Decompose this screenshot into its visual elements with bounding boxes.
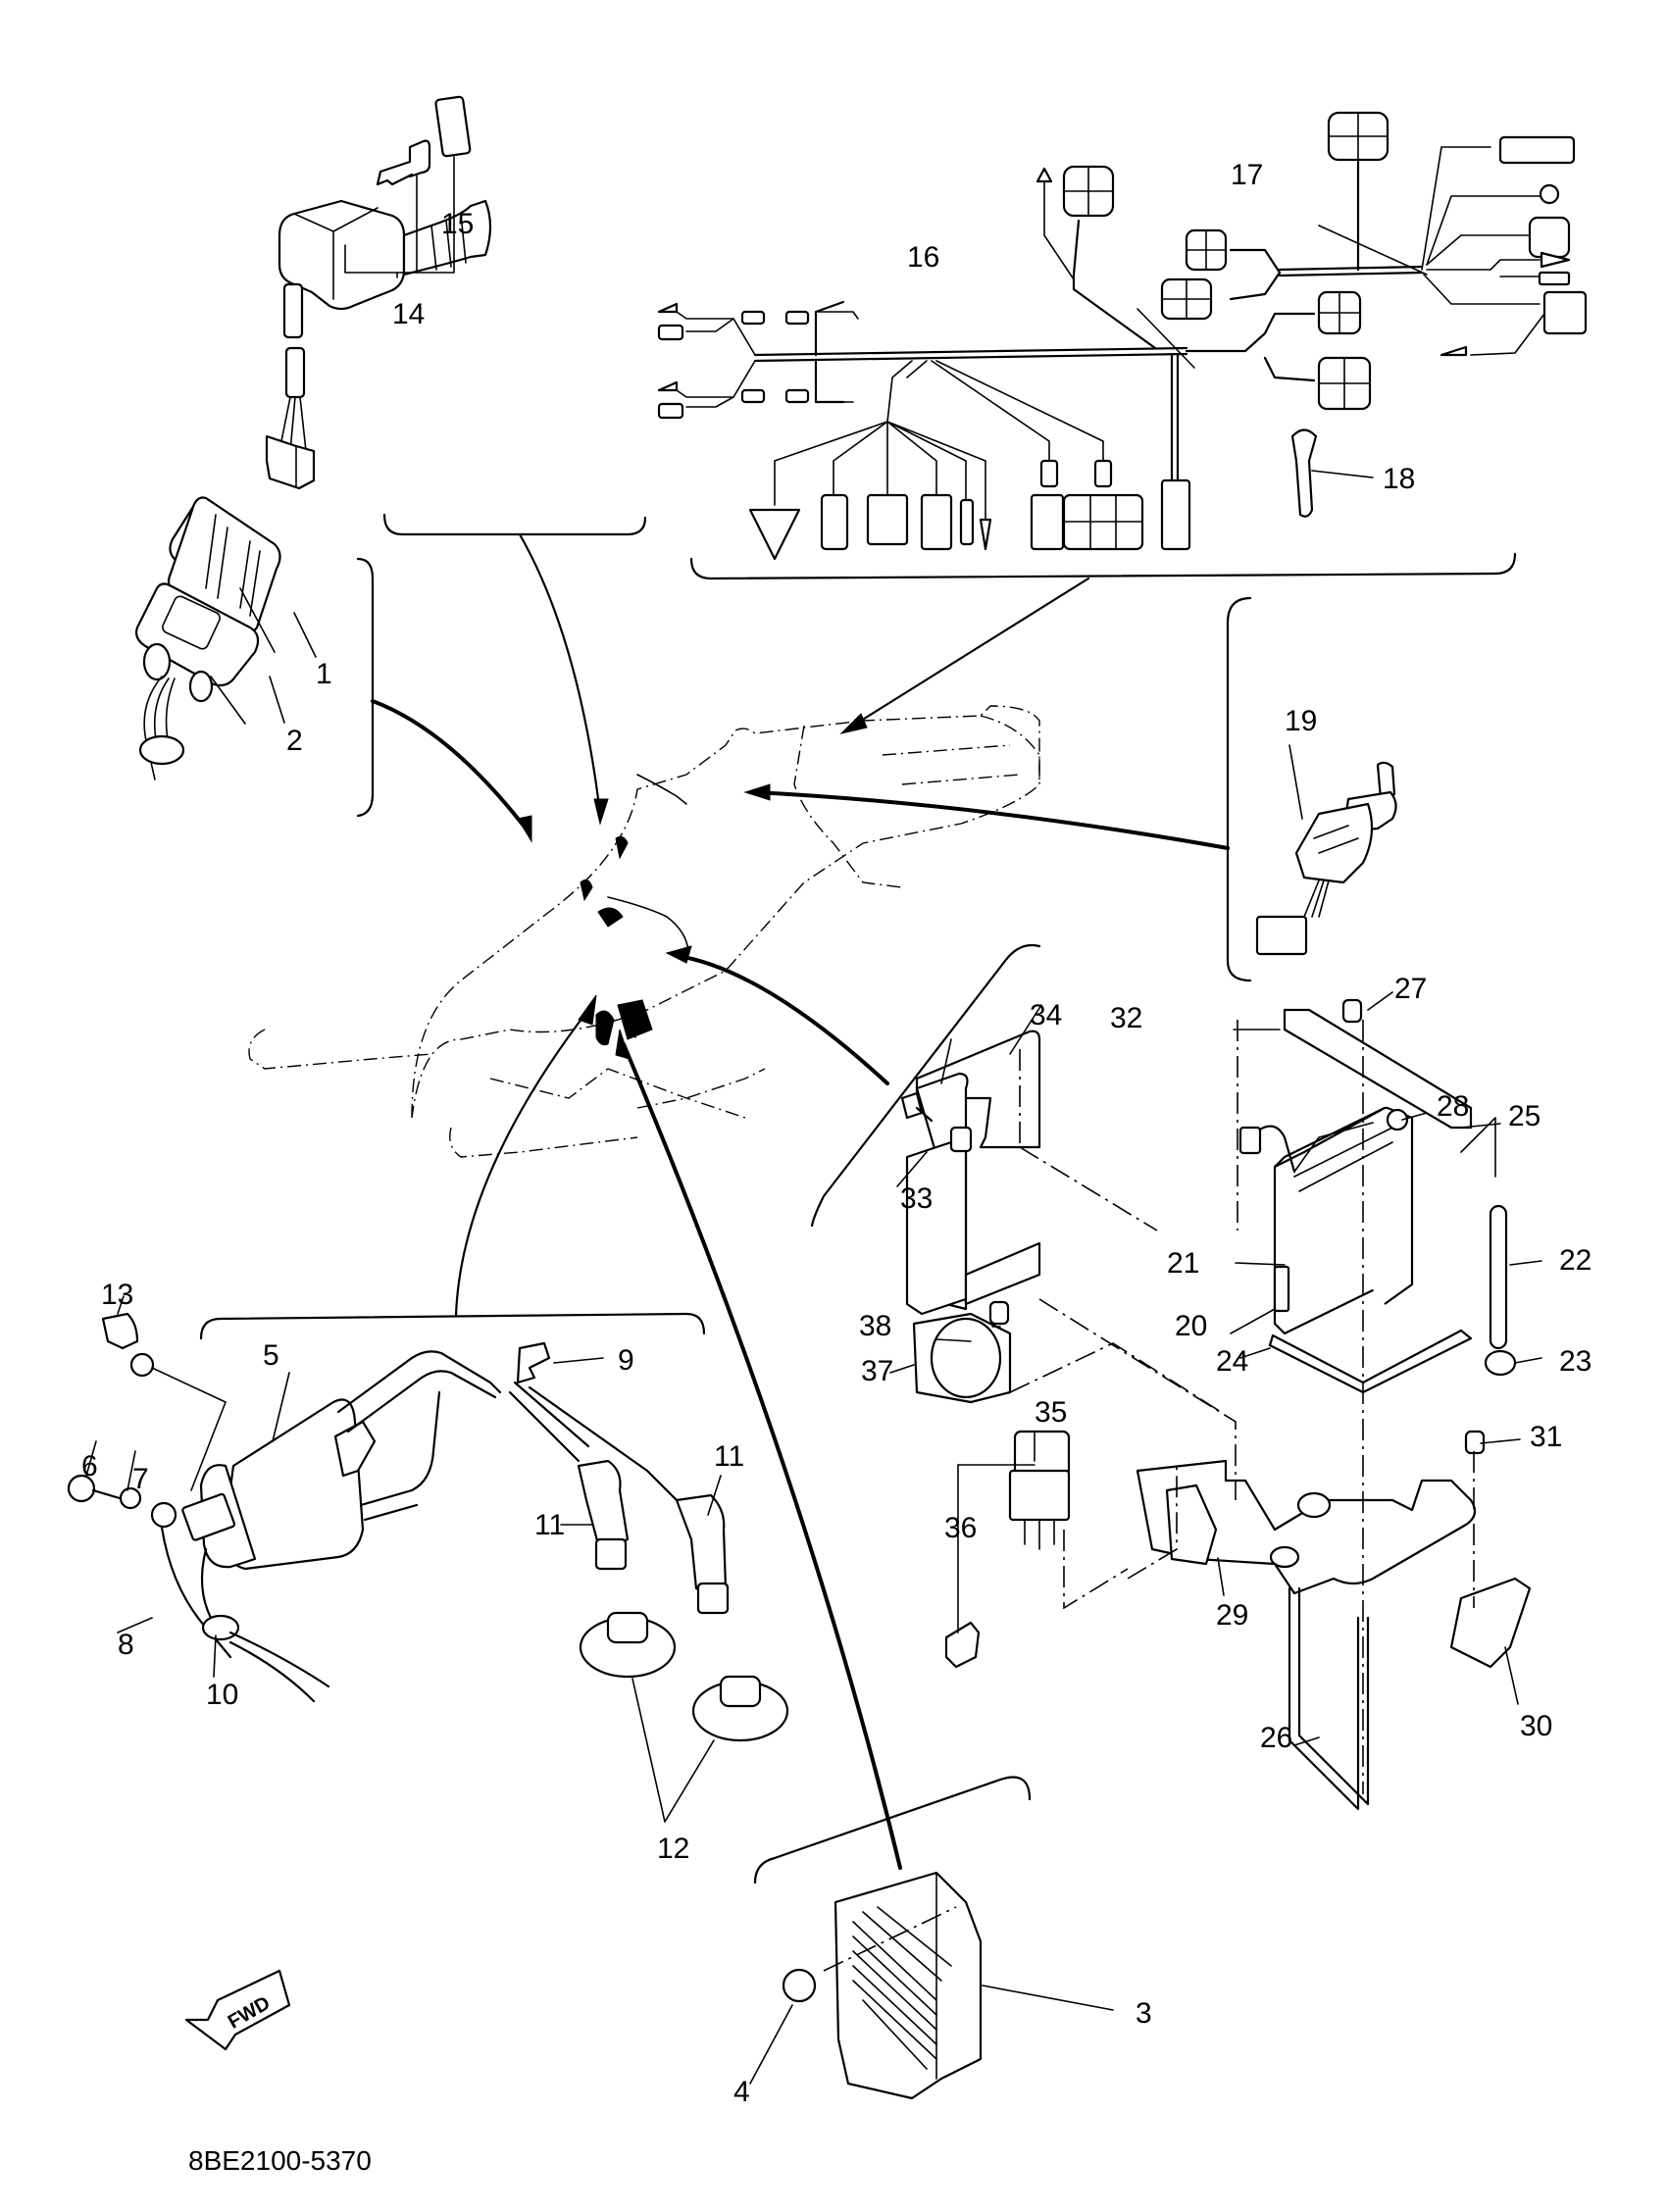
callout-relay: 35 — [1035, 1396, 1067, 1429]
wire-harness-group — [657, 111, 1588, 734]
pointer-arrow — [753, 790, 1230, 850]
relay — [1013, 1430, 1071, 1478]
battery-pad — [1268, 1329, 1473, 1394]
nut — [782, 1968, 817, 2003]
battery-group — [810, 943, 1532, 1811]
callout-switch-handlebar-lower: 2 — [286, 725, 303, 757]
callout-bolt-cover: 34 — [1030, 999, 1062, 1031]
battery-cover — [915, 1030, 1041, 1149]
callout-battery-hook-bolt: 26 — [1260, 1722, 1292, 1754]
callout-bolt: 6 — [81, 1450, 98, 1483]
handlebar-switch-group — [135, 496, 532, 843]
band — [201, 1614, 240, 1641]
switch-lead-tube — [282, 282, 304, 339]
pointer-arrow — [851, 577, 1090, 728]
cap — [1484, 1349, 1517, 1377]
callout-battery-pad: 24 — [1216, 1345, 1248, 1378]
callout-band: 10 — [206, 1679, 238, 1711]
callout-ground-lead: 8 — [118, 1629, 134, 1661]
callout-battery-cover: 32 — [1110, 1002, 1142, 1034]
regulator-group — [615, 1029, 1114, 2100]
key-icon — [376, 139, 431, 186]
battery-box — [1136, 1459, 1477, 1595]
fuse — [944, 1621, 981, 1669]
callout-clip: 13 — [101, 1279, 133, 1311]
callout-nut-bracket: 31 — [1530, 1421, 1562, 1453]
callout-toggle-switch: 19 — [1285, 705, 1317, 737]
callout-fuse: 36 — [944, 1512, 977, 1544]
spark-plug-cap-left — [577, 1459, 630, 1546]
callout-nut: 4 — [733, 2076, 750, 2108]
toggle-switch-group — [743, 596, 1397, 982]
bracket — [1449, 1577, 1532, 1669]
component-marker — [595, 1010, 615, 1046]
clamp — [516, 1341, 551, 1384]
callout-bracket: 30 — [1520, 1710, 1552, 1742]
pointer-arrow — [677, 954, 889, 1085]
callout-rectifier-regulator: 3 — [1136, 1997, 1152, 2030]
callout-switch-handlebar-upper: 1 — [316, 658, 332, 690]
pointer-arrow — [622, 1042, 902, 1870]
cable-band — [1290, 428, 1318, 518]
washer — [119, 1486, 142, 1510]
main-switch-body — [278, 199, 406, 311]
callout-battery-lead: 28 — [1437, 1090, 1469, 1123]
switch-connector — [265, 434, 316, 490]
bolt-head — [67, 1474, 96, 1503]
main-switch-group — [265, 95, 647, 826]
callout-nut-cover: 33 — [900, 1182, 933, 1215]
callout-washer: 7 — [132, 1463, 149, 1495]
callout-ignition-coil: 5 — [263, 1339, 279, 1372]
callout-nut-relay: 38 — [859, 1310, 891, 1342]
connector-triangle — [748, 508, 801, 561]
key-blank — [434, 95, 472, 158]
connector-3pin — [866, 493, 909, 546]
nut-bracket — [1464, 1430, 1486, 1455]
callout-battery-hold-bar: 25 — [1508, 1100, 1541, 1132]
hook-bolt — [1288, 1586, 1360, 1811]
breather-pipe — [1489, 1204, 1508, 1350]
pointer-arrow — [454, 1008, 590, 1318]
callout-starter-relay: 37 — [861, 1355, 893, 1387]
callout-breather-pipe: 22 — [1559, 1244, 1591, 1277]
callout-battery-box: 29 — [1216, 1599, 1248, 1632]
rectifier-regulator — [834, 1871, 983, 2100]
snowmobile-outline — [248, 705, 1040, 1158]
hold-nut — [1341, 998, 1363, 1024]
leader-lines — [85, 225, 1542, 1746]
callout-key-blank: 15 — [441, 208, 474, 240]
diagram-code: 8BE2100-5370 — [188, 2145, 372, 2176]
callout-plug-cap-seal: 12 — [657, 1833, 689, 1865]
callout-sub-wire-harness: 17 — [1231, 159, 1263, 191]
callout-spark-plug-cap-right: 11 — [714, 1440, 744, 1473]
callout-battery: 21 — [1167, 1247, 1199, 1280]
connector-2pin — [820, 493, 849, 551]
callout-hold-nut: 27 — [1394, 973, 1427, 1005]
callout-battery-label: 20 — [1175, 1310, 1207, 1342]
ignition-coil-group — [67, 994, 789, 1823]
spark-plug-cap-right — [675, 1493, 728, 1595]
callout-wire-harness: 16 — [907, 241, 939, 274]
callout-cable-band: 18 — [1383, 463, 1415, 495]
switch-lower — [135, 582, 260, 687]
pointer-arrow — [371, 699, 531, 835]
callout-clamp: 9 — [618, 1344, 634, 1377]
clip — [101, 1312, 139, 1350]
callout-spark-plug-cap-left: 11 — [534, 1509, 565, 1541]
pointer-arrow — [518, 532, 602, 816]
callout-main-switch-assembly: 14 — [392, 298, 425, 330]
fwd-arrow-icon — [184, 1969, 291, 2051]
battery-hold-bar — [1283, 1008, 1473, 1130]
forward-direction-indicator: FWD — [184, 1969, 291, 2051]
callout-cap: 23 — [1559, 1345, 1591, 1378]
toggle-switch-body — [1294, 802, 1374, 884]
battery-label — [1273, 1265, 1290, 1313]
